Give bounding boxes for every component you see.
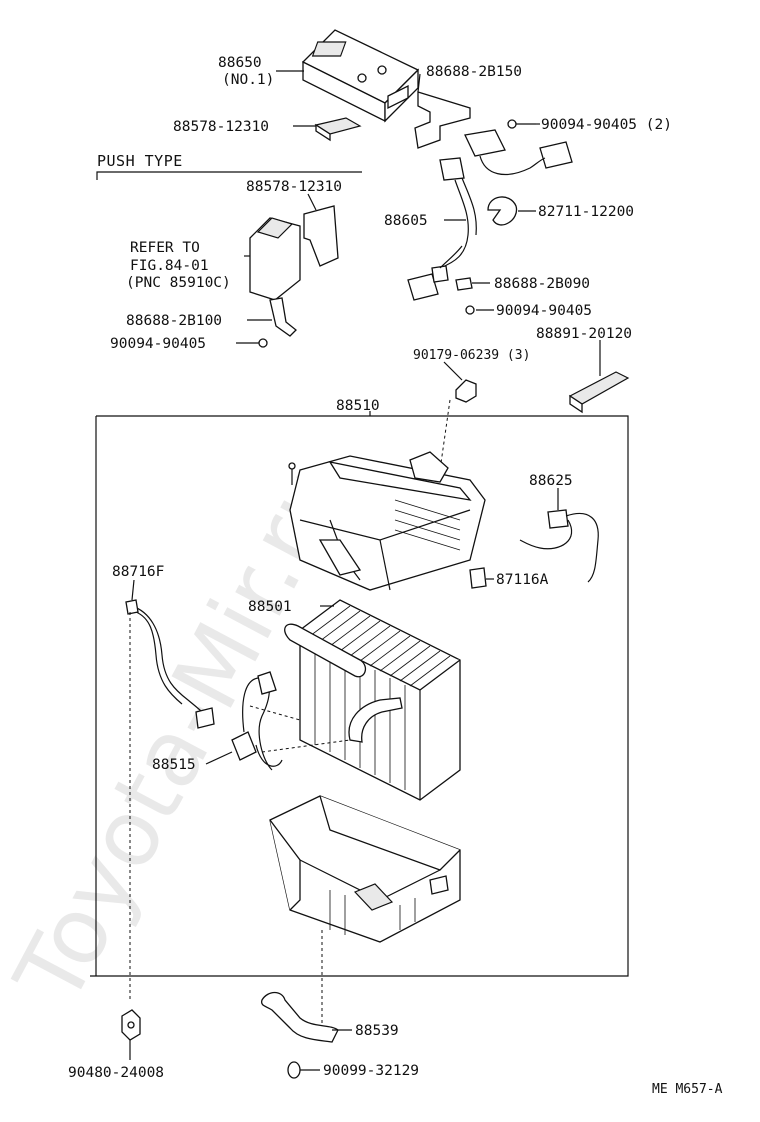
- upper-case-part: [289, 451, 486, 591]
- label-88891-20120: 88891-20120: [536, 326, 632, 342]
- label-90094-90405-right: 90094-90405: [496, 303, 592, 319]
- label-88650-no1: (NO.1): [222, 72, 274, 88]
- label-88688-2b100: 88688-2B100: [126, 313, 222, 329]
- amplifier-88650-part: [301, 29, 420, 123]
- valve-dash-2: [261, 739, 351, 753]
- assembly-88510-box: [90, 415, 629, 977]
- expansion-valve-88515-part: [231, 671, 283, 771]
- bracket-2b150-part: [414, 91, 471, 149]
- refer-note-line1: REFER TO: [130, 240, 200, 256]
- label-88605: 88605: [384, 213, 428, 229]
- refer-note-line2: FIG.84-01: [130, 258, 209, 274]
- label-88539: 88539: [355, 1023, 399, 1039]
- leader-lines: [129, 70, 601, 1071]
- label-90480-24008: 90480-24008: [68, 1065, 164, 1081]
- screw-small-part: [288, 462, 296, 485]
- label-88578-12310-push: 88578-12310: [246, 179, 342, 195]
- harness-88605-part: [407, 129, 573, 301]
- tube-88716f-part: [125, 599, 215, 729]
- label-88688-2b150: 88688-2B150: [426, 64, 522, 80]
- clamp-82711-part: [487, 196, 518, 226]
- relay-block-top-side: [315, 123, 331, 142]
- push-type-header: PUSH TYPE: [97, 152, 183, 170]
- label-88501: 88501: [248, 599, 292, 615]
- push-type-bracket: [96, 171, 362, 180]
- screw-90094-top-part: [507, 119, 536, 129]
- label-88688-2b090: 88688-2B090: [494, 276, 590, 292]
- label-88515: 88515: [152, 757, 196, 773]
- clip-87116a-part: [469, 567, 487, 589]
- thermistor-88625-part: [519, 509, 599, 583]
- label-88625: 88625: [529, 473, 573, 489]
- clip-90480-hole: [127, 1021, 135, 1029]
- refer-note-line3: (PNC 85910C): [126, 275, 231, 291]
- evaporator-88501-part: [284, 599, 461, 801]
- screw-90094-left-part: [236, 338, 268, 348]
- seal-88891-part: [568, 371, 630, 405]
- figure-code: ME M657-A: [652, 1082, 723, 1097]
- nut-dash-line: [439, 399, 451, 471]
- label-90094-90405-2: 90094-90405 (2): [541, 117, 672, 133]
- drain-hose-88539-part: [260, 991, 339, 1043]
- seal-88891-side: [569, 394, 583, 414]
- label-87116a: 87116A: [496, 572, 549, 588]
- label-88510: 88510: [336, 398, 380, 414]
- label-90094-90405-left: 90094-90405: [110, 336, 206, 352]
- label-88716f: 88716F: [112, 564, 164, 580]
- label-90099-32129: 90099-32129: [323, 1063, 419, 1079]
- lower-case-part: [269, 795, 461, 943]
- bracket-2b100-part: [269, 297, 297, 337]
- label-88578-12310-top: 88578-12310: [173, 119, 269, 135]
- clip-2b090-part: [455, 277, 473, 291]
- valve-dash-1: [249, 705, 301, 721]
- screw-90094-right-part: [465, 305, 475, 315]
- label-88650: 88650: [218, 55, 262, 71]
- label-82711-12200: 82711-12200: [538, 204, 634, 220]
- push-relay-part: [249, 205, 339, 301]
- grommet-90099-part: [287, 1061, 301, 1079]
- nut-90179-part: [455, 379, 477, 403]
- label-90179-06239: 90179-06239 (3): [413, 348, 530, 363]
